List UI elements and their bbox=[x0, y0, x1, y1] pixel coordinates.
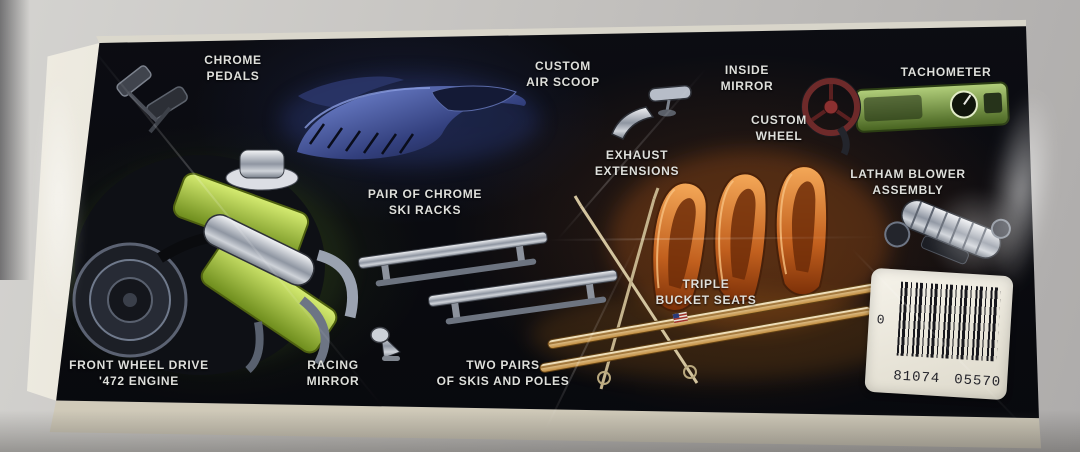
label-line: TACHOMETER bbox=[900, 65, 992, 79]
label-front-wheel-drive: FRONT WHEEL DRIVE '472 ENGINE bbox=[69, 357, 209, 389]
label-line: EXTENSIONS bbox=[594, 164, 680, 178]
label-line: TWO PAIRS bbox=[466, 358, 540, 372]
left-edge-shadow bbox=[0, 0, 30, 281]
label-tachometer: TACHOMETER bbox=[901, 64, 992, 80]
label-line: MIRROR bbox=[720, 79, 774, 93]
label-line: RACING bbox=[307, 358, 359, 372]
label-line: MIRROR bbox=[306, 374, 360, 388]
label-inside-mirror: INSIDE MIRROR bbox=[721, 62, 774, 94]
barcode-digits-left: 81074 bbox=[892, 368, 941, 388]
label-custom-wheel: CUSTOM WHEEL bbox=[751, 112, 807, 144]
label-line: CUSTOM bbox=[751, 113, 807, 127]
barcode: 0 81074 05570 bbox=[864, 267, 1014, 401]
label-custom-air-scoop: CUSTOM AIR SCOOP bbox=[526, 58, 600, 90]
label-line: '472 ENGINE bbox=[99, 374, 179, 388]
label-line: FRONT WHEEL DRIVE bbox=[69, 358, 209, 372]
label-line: EXHAUST bbox=[605, 148, 669, 162]
label-line: INSIDE bbox=[724, 63, 770, 77]
barcode-left-digit: 0 bbox=[876, 312, 886, 328]
label-line: CHROME bbox=[204, 53, 262, 67]
label-line: BUCKET SEATS bbox=[655, 293, 757, 307]
label-line: PEDALS bbox=[206, 69, 260, 83]
label-line: PAIR OF CHROME bbox=[367, 187, 483, 201]
label-skis-poles: TWO PAIRS OF SKIS AND POLES bbox=[437, 357, 570, 389]
label-line: TRIPLE bbox=[682, 277, 730, 291]
label-ski-racks: PAIR OF CHROME SKI RACKS bbox=[368, 186, 482, 218]
label-line: SKI RACKS bbox=[388, 203, 462, 217]
label-triple-bucket-seats: TRIPLE BUCKET SEATS bbox=[656, 276, 757, 308]
label-exhaust-extensions: EXHAUST EXTENSIONS bbox=[595, 147, 679, 179]
label-chrome-pedals: CHROME PEDALS bbox=[204, 52, 262, 84]
label-line: OF SKIS AND POLES bbox=[436, 374, 570, 388]
label-racing-mirror: RACING MIRROR bbox=[307, 357, 360, 389]
floor-shadow bbox=[0, 410, 1080, 452]
label-line: LATHAM BLOWER bbox=[850, 167, 966, 181]
label-line: WHEEL bbox=[755, 129, 803, 143]
label-latham-blower: LATHAM BLOWER ASSEMBLY bbox=[850, 166, 966, 198]
label-line: AIR SCOOP bbox=[526, 75, 600, 89]
label-line: ASSEMBLY bbox=[872, 183, 944, 197]
label-line: CUSTOM bbox=[535, 59, 591, 73]
